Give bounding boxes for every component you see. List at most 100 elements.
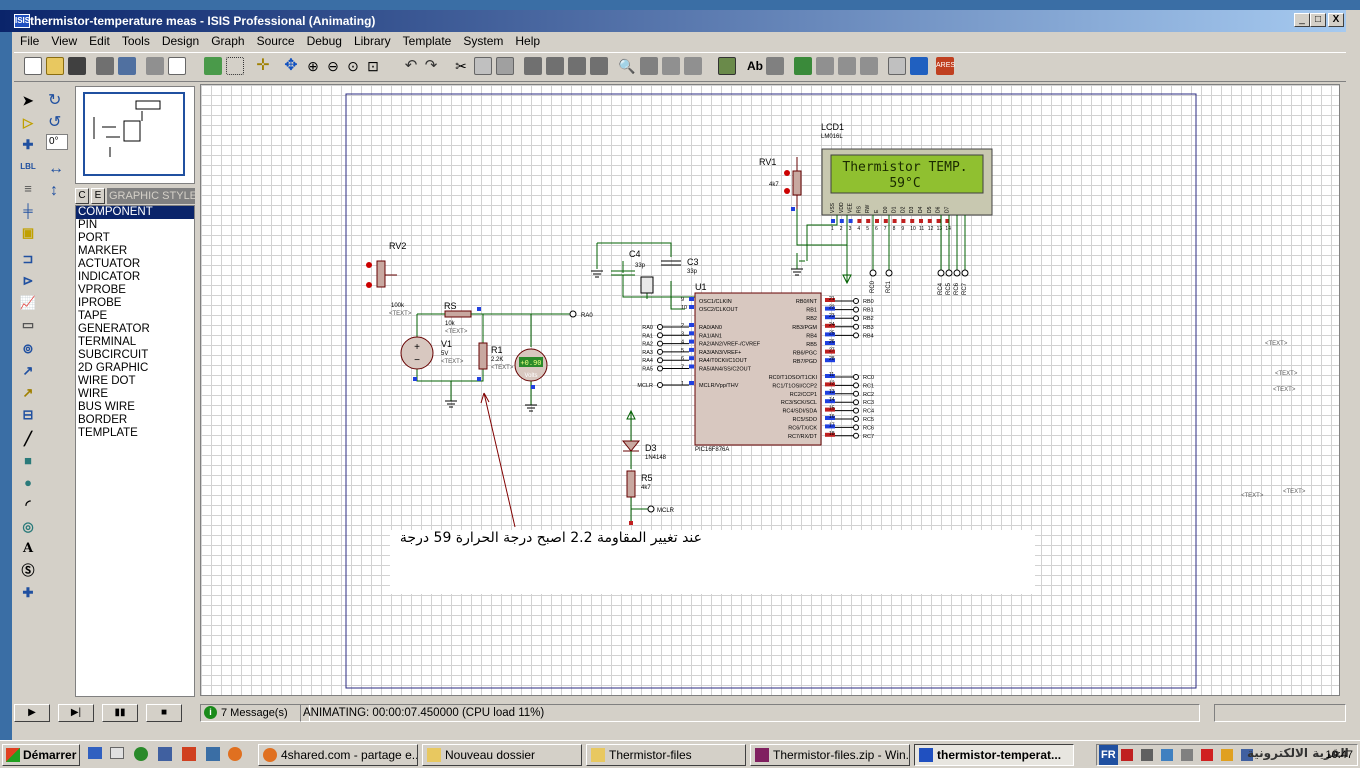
netlist-icon[interactable] <box>910 57 928 75</box>
graph-icon[interactable]: 📈 <box>19 295 37 310</box>
media-icon[interactable] <box>182 747 196 761</box>
tray-icon-2[interactable] <box>1141 749 1153 761</box>
tray-icon-7[interactable] <box>1241 749 1253 761</box>
mail-icon[interactable] <box>110 747 124 759</box>
block-delete-icon[interactable] <box>590 57 608 75</box>
closed-path-icon[interactable]: ◎ <box>22 519 34 534</box>
pick-device-icon[interactable]: 🔍 <box>618 58 636 74</box>
menu-design[interactable]: Design <box>161 34 200 48</box>
overview-window[interactable] <box>75 86 195 184</box>
import-icon[interactable] <box>96 57 114 75</box>
object-list-item[interactable]: WIRE <box>78 388 109 400</box>
language-indicator[interactable]: FR <box>1099 745 1118 765</box>
rotate-anticlockwise-icon[interactable]: ↺ <box>48 114 62 131</box>
object-list-item[interactable]: INDICATOR <box>78 271 141 283</box>
export-icon[interactable] <box>118 57 136 75</box>
decompose-icon[interactable] <box>684 57 702 75</box>
explorer-icon[interactable] <box>206 747 220 761</box>
pause-button[interactable]: ▮▮ <box>102 704 138 722</box>
messages-panel[interactable]: i 7 Message(s) <box>200 704 310 722</box>
menu-system[interactable]: System <box>463 34 504 48</box>
wire-autorouter-icon[interactable] <box>718 57 736 75</box>
remove-sheet-icon[interactable] <box>816 57 834 75</box>
show-desktop-icon[interactable] <box>88 747 102 759</box>
bom-icon[interactable] <box>860 57 878 75</box>
undo-icon[interactable]: ↶ <box>404 57 418 74</box>
open-folder-icon[interactable] <box>46 57 64 75</box>
tape-icon[interactable]: ▭ <box>21 317 35 332</box>
zoom-all-icon[interactable]: ⊙ <box>347 58 359 74</box>
new-sheet-icon[interactable] <box>794 57 812 75</box>
object-list-item[interactable]: ACTUATOR <box>78 258 141 270</box>
object-list-item[interactable]: TEMPLATE <box>78 427 138 439</box>
save-icon[interactable] <box>68 57 86 75</box>
virtual-instrument-icon[interactable]: ⊟ <box>22 407 34 422</box>
task-nouveau-dossier[interactable]: Nouveau dossier <box>422 744 582 766</box>
line-icon[interactable]: ╱ <box>24 431 32 446</box>
menu-help[interactable]: Help <box>515 34 541 48</box>
property-tool-icon[interactable] <box>766 57 784 75</box>
voltage-probe-icon[interactable]: ↗ <box>22 363 34 378</box>
symbol-icon[interactable]: Ⓢ <box>21 563 35 578</box>
rotation-angle-field[interactable]: 0° <box>46 134 68 150</box>
object-list-item[interactable]: PIN <box>78 219 98 231</box>
paste-icon[interactable] <box>496 57 514 75</box>
text-icon[interactable]: A <box>22 541 34 556</box>
copy-icon[interactable] <box>474 57 492 75</box>
object-list-item[interactable]: 2D GRAPHIC <box>78 362 149 374</box>
redo-icon[interactable]: ↷ <box>424 57 438 74</box>
step-button[interactable]: ▶| <box>58 704 94 722</box>
marker-icon[interactable]: ✚ <box>22 585 34 600</box>
object-list-item[interactable]: VPROBE <box>78 284 126 296</box>
pin-icon[interactable]: ⊳ <box>22 273 34 288</box>
firefox-icon[interactable] <box>228 747 242 761</box>
wire-label-icon[interactable]: LBL <box>20 162 36 171</box>
tray-icon-5[interactable] <box>1201 749 1213 761</box>
task-isis[interactable]: thermistor-temperat... <box>914 744 1074 766</box>
object-list-item[interactable]: GENERATOR <box>78 323 150 335</box>
start-button[interactable]: Démarrer <box>2 744 80 766</box>
close-button[interactable]: X <box>1328 13 1344 27</box>
bus-icon[interactable]: ╪ <box>23 203 33 218</box>
print-icon[interactable] <box>146 57 164 75</box>
ares-icon[interactable]: ARES <box>936 57 955 75</box>
refresh-icon[interactable] <box>204 57 222 75</box>
app-icon[interactable] <box>158 747 172 761</box>
stop-button[interactable]: ■ <box>146 704 182 722</box>
components-tab[interactable]: C <box>75 188 89 204</box>
arc-icon[interactable]: ◜ <box>25 497 31 512</box>
erc-icon[interactable] <box>888 57 906 75</box>
subcircuit-icon[interactable]: ▣ <box>21 225 35 240</box>
menu-debug[interactable]: Debug <box>306 34 342 48</box>
menu-edit[interactable]: Edit <box>89 34 110 48</box>
circle-icon[interactable]: ● <box>24 475 32 490</box>
print-area-icon[interactable] <box>168 57 186 75</box>
object-list-item[interactable]: TAPE <box>78 310 108 322</box>
exit-parent-icon[interactable] <box>838 57 856 75</box>
network-icon[interactable] <box>134 747 148 761</box>
pan-icon[interactable]: ✥ <box>284 57 298 74</box>
volume-icon[interactable] <box>1181 749 1193 761</box>
tray-icon-1[interactable] <box>1121 749 1133 761</box>
generator-icon[interactable]: ⊚ <box>22 341 34 356</box>
mirror-y-icon[interactable]: ↕ <box>50 182 58 199</box>
menu-source[interactable]: Source <box>256 34 295 48</box>
object-list-item[interactable]: MARKER <box>78 245 128 257</box>
junction-dot-icon[interactable]: ✚ <box>22 137 34 152</box>
tray-icon-6[interactable] <box>1221 749 1233 761</box>
menu-file[interactable]: File <box>20 34 40 48</box>
grid-icon[interactable] <box>226 57 244 75</box>
menu-library[interactable]: Library <box>353 34 391 48</box>
packaging-icon[interactable] <box>662 57 680 75</box>
tray-icon-3[interactable] <box>1161 749 1173 761</box>
task-4shared[interactable]: 4shared.com - partage e... <box>258 744 418 766</box>
object-list-item[interactable]: SUBCIRCUIT <box>78 349 149 361</box>
object-list-item[interactable]: IPROBE <box>78 297 122 309</box>
block-rotate-icon[interactable] <box>568 57 586 75</box>
play-button[interactable]: ▶ <box>14 704 50 722</box>
zoom-in-icon[interactable]: ⊕ <box>307 58 319 74</box>
object-list-item[interactable]: PORT <box>78 232 110 244</box>
menu-view[interactable]: View <box>51 34 78 48</box>
isis-app-icon[interactable]: ISIS <box>14 14 30 28</box>
